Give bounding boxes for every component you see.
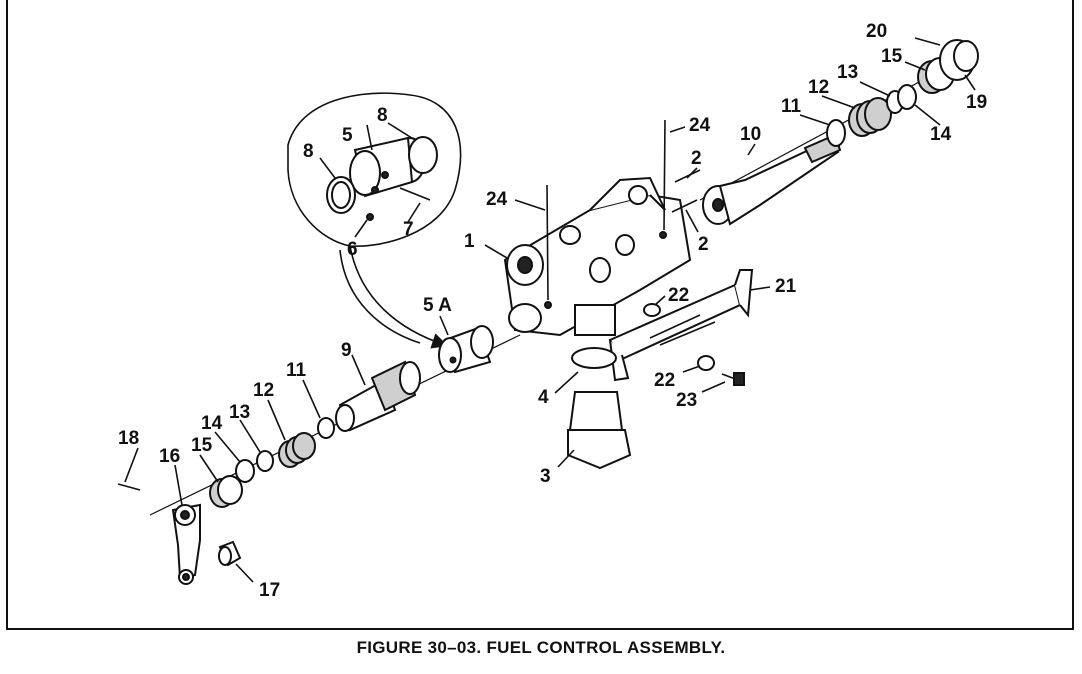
screw-23 [721,372,745,386]
callout-13-left: 13 [229,402,250,423]
callout-14-left: 14 [201,413,223,434]
plunger-5a [438,325,494,374]
nut-15-left [209,475,243,508]
ring-14-left [235,459,255,483]
pin-18 [117,483,141,491]
callout-7: 7 [403,219,414,240]
bushing-17 [218,540,242,567]
detail-inset [287,92,462,349]
callout-16: 16 [159,446,180,467]
callout-19: 19 [966,92,987,113]
callout-23: 23 [676,390,697,411]
callout-24-right: 24 [689,115,711,136]
shaft-10 [702,133,842,226]
callout-18: 18 [118,428,139,449]
pin-2-lower [671,199,698,213]
callout-8-left: 8 [303,141,314,162]
spring-12-left [278,432,316,468]
callout-14-right: 14 [930,124,952,145]
callout-11-left: 11 [286,360,307,381]
callout-9: 9 [341,340,352,361]
callout-17: 17 [259,580,280,601]
callout-8-right: 8 [377,105,388,126]
callout-15-right: 15 [881,46,903,67]
callout-15-left: 15 [191,435,213,456]
o-ring-11-right [826,119,846,147]
washer-22-upper [643,303,661,317]
pin-20 [914,37,941,46]
callout-12-right: 12 [808,77,829,98]
callout-1: 1 [464,231,475,252]
o-ring-11-left [317,417,335,439]
callout-21: 21 [775,276,797,297]
cap-19 [939,39,979,81]
exploded-view-drawing: 1 2 2 3 4 5 5 A 6 7 8 8 9 10 11 11 12 12… [117,21,987,601]
callout-4: 4 [538,387,549,408]
o-ring-8-right [408,136,438,174]
bracket-21 [608,269,754,382]
shaft-9 [335,360,421,432]
o-ring-4 [571,347,617,369]
callout-6: 6 [347,239,358,260]
figure-caption: FIGURE 30–03. FUEL CONTROL ASSEMBLY. [356,638,726,657]
fitting-3 [567,391,632,470]
callout-2-upper: 2 [691,148,702,169]
callout-3: 3 [540,466,551,487]
callout-11-right: 11 [781,96,802,117]
callout-5a: 5 A [423,295,452,316]
callout-10: 10 [740,124,761,145]
diagram-frame [6,0,1074,630]
ball-6 [366,213,374,221]
leader-lines [124,61,976,583]
pin-2-upper [674,169,701,183]
callout-24-left: 24 [486,189,508,210]
housing-1 [503,176,692,337]
callout-5: 5 [342,125,353,146]
ring-14-right [897,84,917,110]
callout-22-lower: 22 [654,370,675,391]
spring-12-right [848,97,892,137]
callout-20: 20 [866,21,887,42]
o-ring-8-left [326,176,356,214]
callout-13-right: 13 [837,62,858,83]
callout-2-lower: 2 [698,234,709,255]
bolt-24-left [546,184,549,301]
lever-16 [171,503,201,585]
callout-12-left: 12 [253,380,274,401]
washer-22-lower [697,355,715,371]
pin-7 [399,187,431,201]
callout-22-upper: 22 [668,285,689,306]
washer-13-left [256,450,274,472]
bolt-24-right [663,119,666,231]
